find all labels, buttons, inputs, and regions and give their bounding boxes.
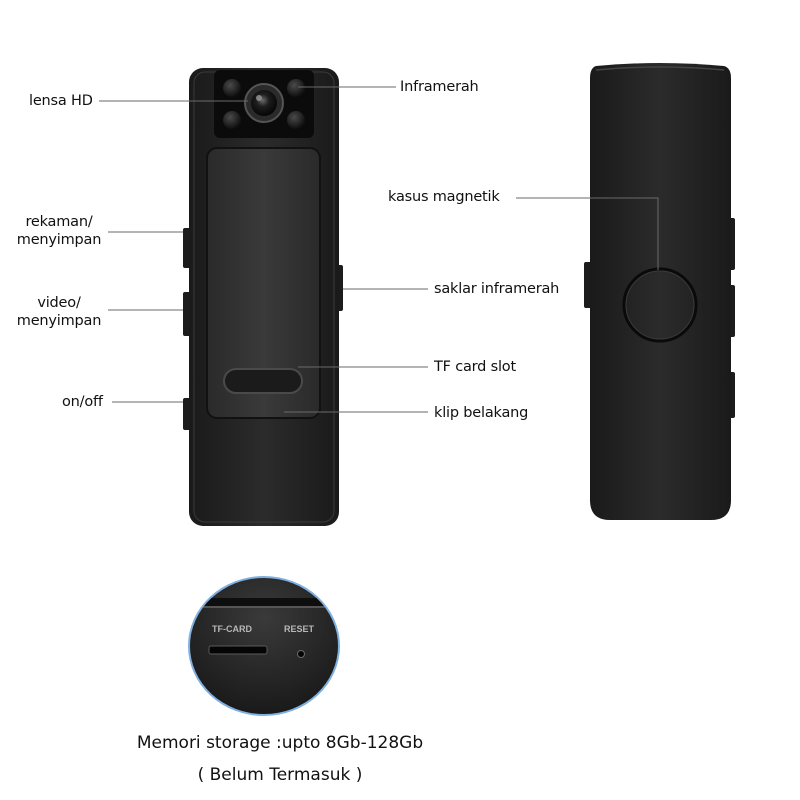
tf-slot-cover <box>223 368 303 394</box>
ir-led-icon <box>287 111 305 129</box>
label-power: on/off <box>62 394 103 410</box>
back-clip <box>206 147 321 419</box>
storage-note: ( Belum Termasuk ) <box>197 765 363 785</box>
reset-label: RESET <box>284 624 315 634</box>
ir-led-icon <box>223 79 241 97</box>
label-lens: lensa HD <box>29 93 93 109</box>
label-ir-switch: saklar inframerah <box>434 281 560 297</box>
label-back-clip: klip belakang <box>434 405 529 421</box>
ir-led-icon <box>287 79 305 97</box>
label-infrared: Inframerah <box>400 79 479 95</box>
ir-led-icon <box>223 111 241 129</box>
tf-card-label: TF-CARD <box>212 624 252 634</box>
reset-hole-icon <box>297 650 305 658</box>
tf-card-slot-icon <box>208 645 268 655</box>
front-device <box>183 68 343 526</box>
label-record: rekaman/ menyimpan <box>16 214 102 248</box>
back-device <box>584 63 735 520</box>
tf-card-detail: TF-CARD RESET <box>188 576 340 716</box>
label-magnetic-case: kasus magnetik <box>388 189 500 205</box>
magnet-circle <box>622 267 698 343</box>
storage-caption: Memori storage :upto 8Gb-128Gb <box>136 733 424 753</box>
leader-lines <box>99 86 659 413</box>
label-video: video/ menyimpan <box>16 295 102 329</box>
back-body <box>590 63 731 520</box>
label-tf-slot: TF card slot <box>434 359 516 375</box>
